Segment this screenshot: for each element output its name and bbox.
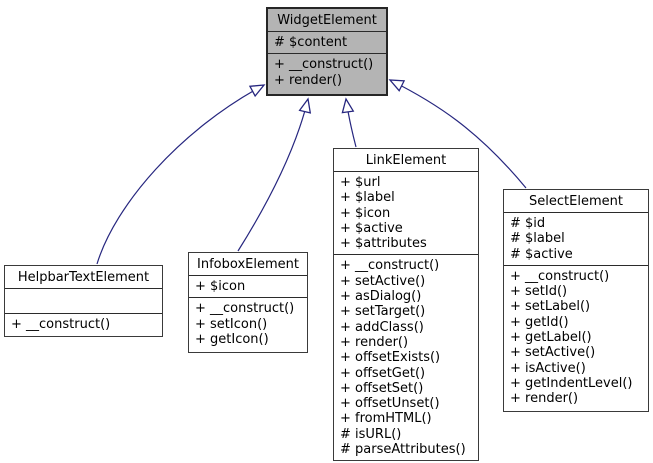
class-box-selectelement[interactable]: SelectElement # $id# $label# $active + _… — [503, 189, 649, 412]
member-line: + setActive() — [510, 345, 596, 361]
member-line: + setTarget() — [340, 304, 426, 320]
member-line: + __construct() — [11, 317, 111, 332]
class-attributes-linkelement: + $url+ $label+ $icon+ $active+ $attribu… — [334, 171, 478, 254]
class-box-linkelement[interactable]: LinkElement + $url+ $label+ $icon+ $acti… — [333, 148, 479, 462]
class-methods-selectelement: + __construct()+ setId()+ setLabel()+ ge… — [504, 264, 648, 411]
member-line: # $label — [510, 231, 565, 247]
member-line: + __construct() — [195, 301, 295, 317]
member-line: # $id — [510, 216, 546, 231]
member-line: + __construct() — [340, 258, 440, 274]
inheritance-arrow-helpbar-to-widget — [96, 84, 266, 265]
member-line: + offsetGet() — [340, 365, 426, 381]
member-line: + getId() — [510, 314, 569, 330]
member-line: + render() — [340, 334, 409, 350]
member-line: + $url — [340, 175, 381, 190]
member-line: + isActive() — [510, 360, 586, 376]
member-line: + setIcon() — [195, 316, 268, 332]
member-line: # parseAttributes() — [340, 442, 466, 458]
member-line: + $icon — [195, 279, 246, 294]
class-attributes-helpbartextelement — [5, 288, 162, 313]
class-title-helpbartextelement: HelpbarTextElement — [17, 270, 150, 285]
class-attributes-infoboxelement: + $icon — [189, 275, 307, 297]
member-line: + setLabel() — [510, 299, 591, 315]
inheritance-arrow-infobox-to-widget — [237, 97, 312, 252]
member-line: + asDialog() — [340, 289, 422, 305]
member-line: + __construct() — [274, 57, 374, 73]
member-line: + $active — [340, 220, 403, 236]
class-title-infoboxelement: InfoboxElement — [197, 257, 299, 272]
member-line: + render() — [274, 72, 343, 88]
class-methods-linkelement: + __construct()+ setActive()+ asDialog()… — [334, 254, 478, 460]
member-line: + fromHTML() — [340, 411, 432, 427]
member-line: + setActive() — [340, 273, 426, 289]
class-box-helpbartextelement[interactable]: HelpbarTextElement + __construct() — [4, 265, 163, 337]
class-title-selectelement: SelectElement — [529, 194, 623, 209]
member-line: + setId() — [510, 284, 568, 300]
member-line: + offsetSet() — [340, 380, 424, 396]
member-line: + $icon — [340, 205, 391, 221]
class-title-linkelement: LinkElement — [365, 153, 447, 168]
member-line: + getIcon() — [195, 331, 269, 347]
class-attributes-widgetelement: # $content — [268, 31, 386, 53]
member-line: + render() — [510, 391, 579, 407]
class-box-widgetelement[interactable]: WidgetElement # $content + __construct()… — [266, 7, 388, 96]
member-line: + getIndentLevel() — [510, 375, 633, 391]
member-line: + addClass() — [340, 319, 424, 335]
class-methods-widgetelement: + __construct()+ render() — [268, 53, 386, 94]
member-line: # $active — [510, 246, 573, 262]
member-line: + offsetExists() — [340, 350, 441, 366]
member-line: # $content — [274, 35, 348, 50]
member-line: + $label — [340, 190, 395, 206]
class-box-infoboxelement[interactable]: InfoboxElement + $icon + __construct()+ … — [188, 252, 308, 353]
member-line: + $attributes — [340, 236, 427, 252]
member-line: + offsetUnset() — [340, 396, 440, 412]
inheritance-arrow-select-to-widget — [388, 79, 527, 189]
member-line: # isURL() — [340, 426, 402, 442]
class-attributes-selectelement: # $id# $label# $active — [504, 212, 648, 265]
class-methods-helpbartextelement: + __construct() — [5, 313, 162, 336]
inheritance-arrow-link-to-widget — [341, 97, 357, 148]
class-title-widgetelement: WidgetElement — [277, 13, 377, 28]
member-line: + getLabel() — [510, 330, 592, 346]
member-line: + __construct() — [510, 268, 610, 284]
class-methods-infoboxelement: + __construct()+ setIcon()+ getIcon() — [189, 297, 307, 352]
